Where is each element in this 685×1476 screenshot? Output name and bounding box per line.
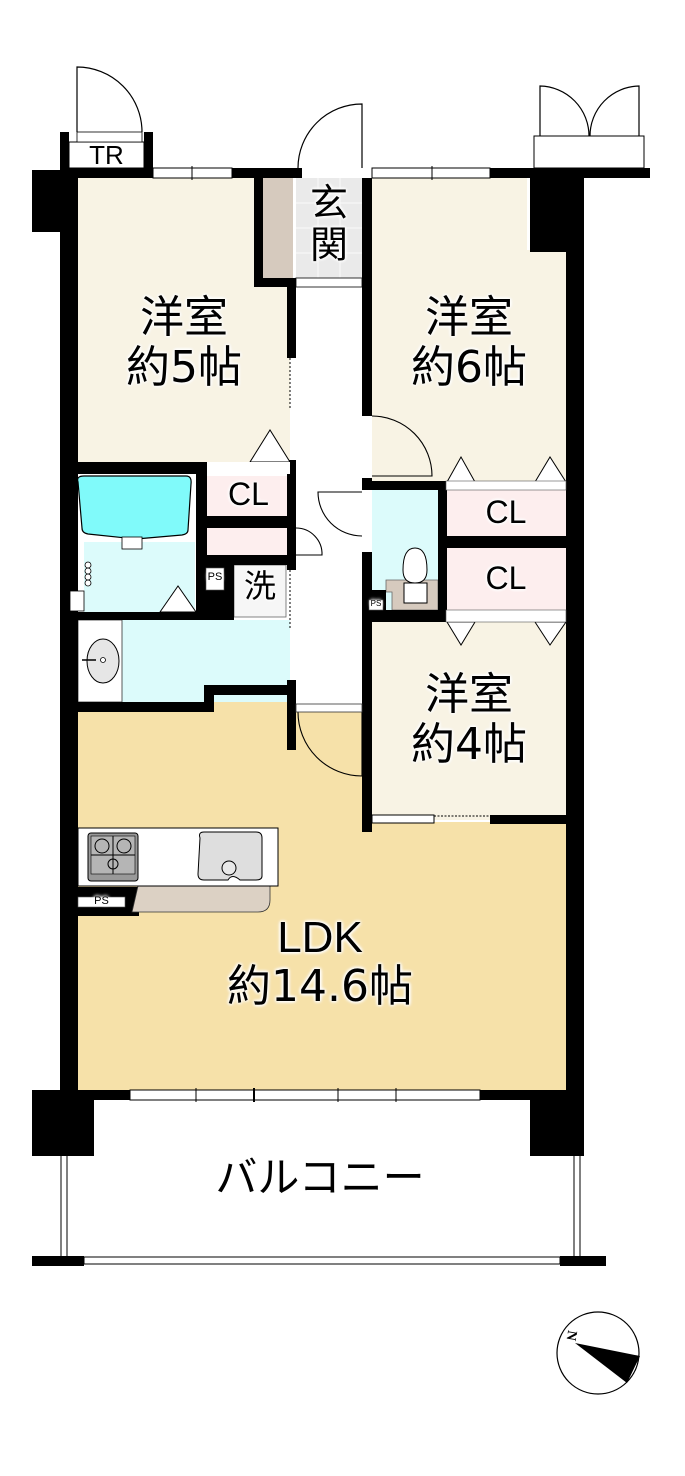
ldk-size: 約14.6帖	[227, 961, 413, 1012]
balcony-label: バルコニー	[215, 1153, 425, 1202]
closet-1-floor	[207, 476, 290, 516]
bathtub-icon	[69, 475, 192, 612]
shoe-box	[263, 178, 293, 278]
closet-2-floor	[446, 490, 566, 536]
closet-1b-floor	[207, 528, 290, 555]
pipe-space-boxes	[77, 567, 384, 908]
entrance-step	[295, 277, 363, 288]
pipe-space-2-label: PS	[94, 895, 109, 907]
trunk-room-label: TR	[89, 140, 124, 170]
western-room-4-floor	[372, 622, 566, 820]
closet-3-floor	[446, 548, 566, 610]
trunk-room	[68, 66, 145, 169]
laundry-label: 洗	[243, 567, 276, 605]
window-room6	[371, 167, 491, 179]
sliding-doors	[289, 358, 550, 824]
closet-door-markers	[159, 429, 567, 646]
entrance-label-2: 関	[309, 223, 348, 267]
stove-icon	[87, 832, 139, 882]
western-room-4-size: 約4帖	[411, 719, 527, 770]
kitchen-sink-icon	[197, 831, 263, 881]
closet-2-label: CL	[485, 494, 527, 530]
closet-1-label: CL	[228, 476, 269, 512]
pipe-space-1-label: PS	[207, 571, 223, 583]
room-floors	[70, 178, 566, 1090]
windows	[60, 166, 581, 1265]
sink-icon	[82, 638, 120, 684]
western-room-5-size: 約5帖	[126, 342, 242, 393]
walls	[32, 132, 650, 1266]
closet-3-label: CL	[485, 560, 527, 596]
toilet-icon	[402, 547, 428, 604]
window-ldk	[129, 1089, 481, 1101]
balcony-rail	[83, 1256, 561, 1265]
ldk-floor	[78, 693, 566, 1090]
western-room-6-size: 約6帖	[411, 342, 527, 393]
meter-box	[533, 85, 645, 169]
western-room-5-floor	[78, 178, 290, 462]
tr-door-swing	[76, 66, 143, 133]
pipe-space-3-label: PS	[370, 599, 382, 608]
western-room-4-name: 洋室	[425, 669, 513, 720]
front-door-swing	[297, 103, 363, 169]
western-room-6-floor	[372, 178, 566, 482]
interior-doors	[295, 415, 433, 777]
ldk-name: LDK	[277, 913, 363, 962]
entrance-tile-lines	[296, 178, 362, 278]
laundry-area	[233, 564, 287, 618]
western-room-6-name: 洋室	[425, 292, 513, 343]
corridor-floor	[296, 286, 362, 706]
compass-icon	[556, 1311, 640, 1395]
western-room-5-name: 洋室	[140, 292, 228, 343]
entrance-label-1: 玄	[309, 181, 348, 225]
